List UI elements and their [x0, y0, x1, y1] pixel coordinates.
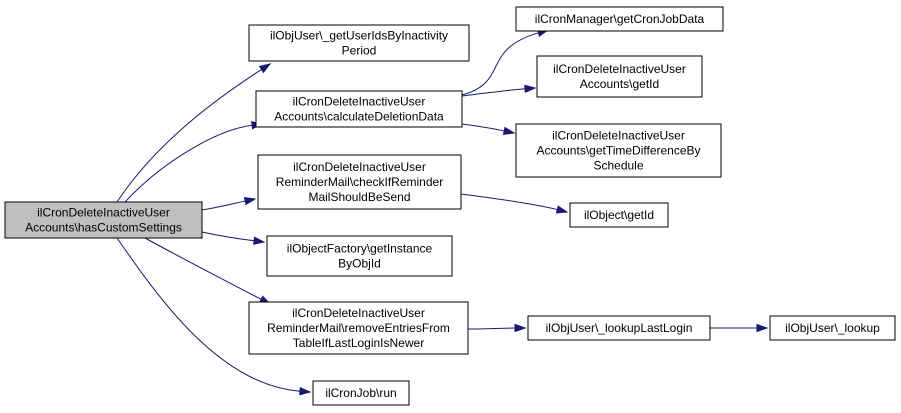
node-label-line: ReminderMail\removeEntriesFrom [267, 321, 450, 335]
node-label-line: ilObjUser\_getUserIdsByInactivity [270, 29, 448, 43]
node-label-line: Accounts\getId [580, 77, 659, 91]
node-box [569, 202, 669, 228]
edge-root-to-getInstance [201, 231, 266, 245]
edge-line [116, 69, 262, 203]
arrow-head-icon [555, 205, 569, 214]
edge-line [467, 327, 516, 330]
node-box [536, 55, 703, 98]
node-label-line: ilCronDeleteInactiveUser [552, 129, 685, 143]
node-calcDeletion[interactable]: ilCronDeleteInactiveUserAccounts\calcula… [255, 90, 463, 128]
node-label-line: TableIfLastLoginIsNewer [293, 336, 424, 350]
node-label-line: ilCronDeleteInactiveUser [37, 206, 170, 220]
arrow-head-icon [502, 126, 516, 135]
edge-calcDeletion-to-timeDiff [461, 123, 516, 135]
edge-root-to-checkReminder [201, 197, 257, 211]
node-label-line: Accounts\hasCustomSettings [25, 221, 182, 235]
edge-calcDeletion-to-getIdAcc [461, 84, 537, 97]
edge-line [144, 237, 262, 300]
node-label-line: ilCronDeleteInactiveUser [292, 306, 425, 320]
edge-line [201, 231, 255, 242]
edge-line [460, 193, 558, 211]
edge-line [201, 200, 246, 211]
node-box [515, 123, 722, 178]
arrow-head-icon [299, 386, 312, 396]
node-timeDiff[interactable]: ilCronDeleteInactiveUserAccounts\getTime… [515, 123, 722, 178]
edge-line [461, 88, 526, 97]
edge-checkReminder-to-objGetId [460, 193, 569, 214]
arrow-head-icon [524, 84, 537, 94]
node-label-line: ilCronJob\run [325, 386, 396, 400]
node-label-line: ilObjectFactory\getInstance [287, 242, 433, 256]
node-objGetId[interactable]: ilObject\getId [569, 202, 669, 228]
node-box [257, 154, 462, 210]
arrow-head-icon [258, 63, 272, 74]
node-label-line: Schedule [593, 159, 643, 173]
node-label-line: ReminderMail\checkIfReminder [276, 175, 443, 189]
node-box [312, 380, 410, 406]
edge-calcDeletion-to-getCronJobData [461, 28, 550, 96]
nodes-layer: ilCronDeleteInactiveUserAccounts\hasCust… [4, 6, 896, 406]
node-cronRun[interactable]: ilCronJob\run [312, 380, 410, 406]
edge-line [116, 237, 301, 392]
node-lookup[interactable]: ilObjUser\_lookup [769, 315, 896, 341]
node-label-line: Period [342, 44, 377, 58]
node-label-line: ilObjUser\_lookup [785, 321, 880, 335]
edge-root-to-removeEntries [144, 237, 272, 305]
node-label-line: MailShouldBeSend [308, 190, 410, 204]
node-removeEntries[interactable]: ilCronDeleteInactiveUserReminderMail\rem… [248, 301, 469, 355]
edge-lookupLastLogin-to-lookup [710, 323, 769, 333]
arrow-head-icon [514, 323, 527, 333]
arrow-head-icon [243, 197, 257, 206]
node-label-line: ilCronDeleteInactiveUser [293, 160, 426, 174]
edge-root-to-getUserIds [116, 63, 272, 203]
arrow-head-icon [756, 323, 769, 333]
edge-line [461, 32, 539, 96]
edge-line [124, 124, 253, 203]
edge-removeEntries-to-lookupLastLogin [467, 323, 527, 333]
node-getCronJobData[interactable]: ilCronManager\getCronJobData [515, 6, 724, 32]
node-box [515, 6, 724, 32]
node-root[interactable]: ilCronDeleteInactiveUserAccounts\hasCust… [4, 201, 203, 239]
node-label-line: Accounts\calculateDeletionData [274, 110, 444, 124]
node-label-line: ilObjUser\_lookupLastLogin [546, 321, 693, 335]
node-box [255, 90, 463, 128]
node-label-line: ilCronDeleteInactiveUser [293, 95, 426, 109]
arrow-head-icon [253, 236, 266, 245]
edge-line [461, 123, 505, 132]
node-box [248, 24, 470, 62]
node-label-line: ilCronManager\getCronJobData [535, 12, 705, 26]
node-box [248, 301, 469, 355]
node-box [769, 315, 896, 341]
node-label-line: Accounts\getTimeDifferenceBy [536, 144, 700, 158]
node-box [4, 201, 203, 239]
edge-root-to-cronRun [116, 237, 312, 396]
node-checkReminder[interactable]: ilCronDeleteInactiveUserReminderMail\che… [257, 154, 462, 210]
node-box [266, 235, 453, 277]
node-label-line: ilObject\getId [584, 208, 654, 222]
edge-root-to-calcDeletion [124, 121, 264, 203]
node-label-line: ilCronDeleteInactiveUser [553, 62, 686, 76]
node-box [527, 315, 711, 341]
node-label-line: ByObjId [338, 257, 381, 271]
node-lookupLastLogin[interactable]: ilObjUser\_lookupLastLogin [527, 315, 711, 341]
